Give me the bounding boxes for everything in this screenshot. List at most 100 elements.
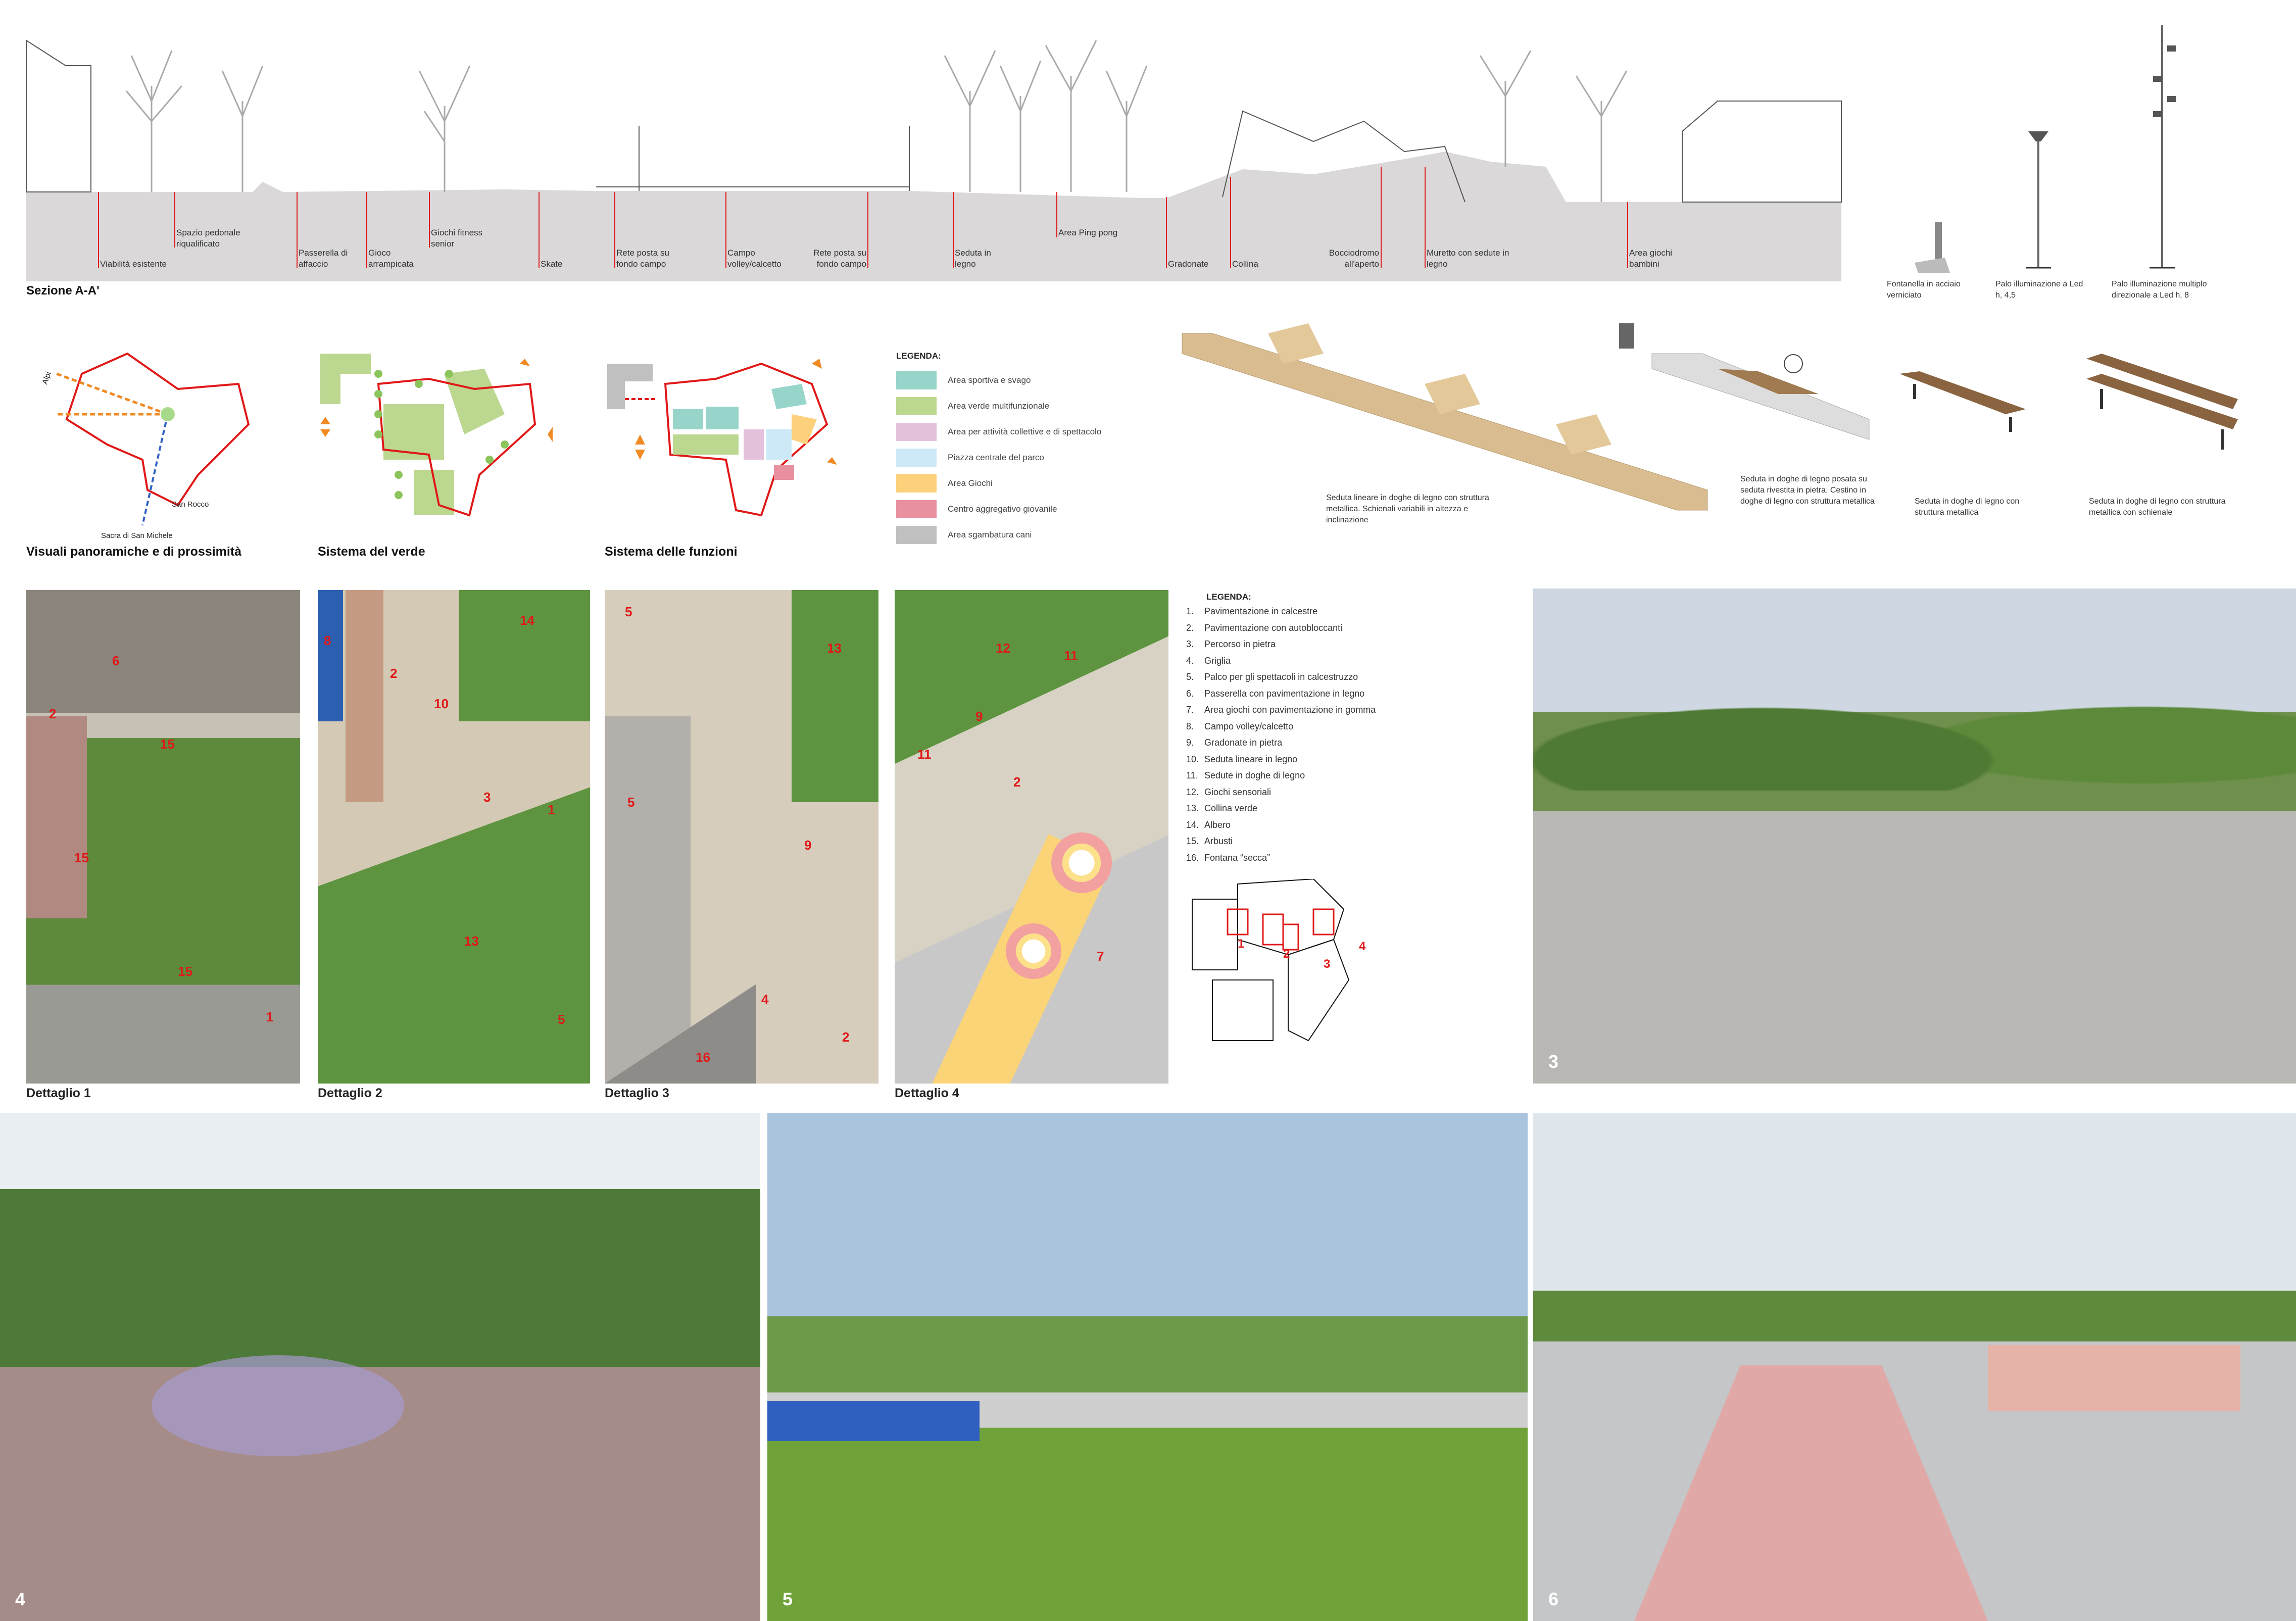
render-number: 4 [15,1589,26,1609]
legend-number: 4. [1186,655,1194,666]
paving-area [26,716,87,918]
legend-number: 14. [1186,819,1199,830]
plan-number: 14 [520,613,534,628]
legend-item: Piazza centrale del parco [896,445,1101,470]
section-label: Viabilità esistente [100,259,167,269]
section-label: Spazio pedonale riqualificato [176,228,240,249]
render-3-plaza: 3 [1533,588,2296,1084]
plan-number: 1 [548,802,555,817]
detail-plan-4: 12 11 9 11 2 7 [895,590,1168,1084]
detail-title: Dettaglio 2 [318,1086,382,1100]
legend-number: 15. [1186,836,1199,846]
legend-number: 16. [1186,852,1199,863]
legend-number: 9. [1186,738,1194,748]
legend-item: 2.Pavimentazione con autobloccanti [1186,620,1376,636]
play-circle [1051,832,1112,893]
diagram-title: Visuali panoramiche e di prossimità [26,545,242,559]
legend-item: 1.Pavimentazione in calcestre [1186,603,1376,620]
legend-number: 11. [1186,770,1198,780]
legend-item: 6.Passerella con pavimentazione in legno [1186,685,1376,702]
trees [1533,639,2296,791]
legend-item: Area per attività collettive e di spetta… [896,419,1101,445]
section-label: Rete posta su fondo campo [616,248,669,269]
legend-item: Centro aggregativo giovanile [896,496,1101,522]
render-number: 3 [1548,1051,1559,1072]
plan-number: 9 [804,838,812,853]
diagram-label: Sacra di San Michele [101,531,173,540]
sports-court [318,590,343,721]
sports-court [767,1401,980,1441]
legend-number: 7. [1186,705,1194,715]
plan-number: 5 [627,795,635,810]
legend-number: 1. [1186,606,1194,616]
legend-label: Griglia [1204,655,1231,666]
legend-label: Piazza centrale del parco [948,452,1044,462]
plan-number: 6 [112,653,120,668]
legend-item: 3.Percorso in pietra [1186,636,1376,653]
legend-number: 6. [1186,688,1194,699]
bench-caption: Seduta lineare in doghe di legno con str… [1326,494,1489,524]
plan-number: 10 [434,696,449,711]
legend-label: Sedute in doghe di legno [1204,770,1305,780]
render-5-lawn: 5 [767,1113,1528,1621]
bench-caption: Seduta in doghe di legno con struttura m… [2089,497,2226,517]
plan-number: 1 [266,1009,274,1024]
play-area [1634,1365,1988,1621]
legend-label: Area sportiva e svago [948,375,1031,385]
section-label: Passerella di affaccio [299,248,348,269]
plan-number: 12 [996,641,1010,656]
play-circle [1006,923,1061,979]
functions-diagram [607,359,837,517]
legend-label: Area verde multifunzionale [948,401,1050,411]
section-label: Gradonate [1168,259,1209,269]
section-label: Rete posta su fondo campo [813,248,866,269]
legend-item: 8.Campo volley/calcetto [1186,718,1376,735]
functions-legend: LEGENDA: Area sportiva e svago Area verd… [896,351,1101,548]
legend-label: Area per attività collettive e di spetta… [948,426,1102,436]
legend-item: 16. Fontana “secca” [1186,850,1376,866]
plan-number: 7 [1097,949,1104,964]
legend-item: Area verde multifunzionale [896,393,1101,419]
legend-swatch [896,525,937,544]
section-label: Muretto con sedute in legno [1427,248,1509,269]
bench-caption: Seduta in doghe di legno con struttura m… [1915,497,2020,517]
section-title: Sezione A-A' [26,284,100,298]
legend-item: 7. Area giochi con pavimentazione in gomm… [1186,702,1376,718]
legend-label: Area giochi con pavimentazione in gomma [1204,705,1376,715]
legend-label: Fontana “secca” [1204,852,1271,863]
keymap-number: 3 [1324,957,1331,971]
stage [605,716,691,1084]
section-label: Area giochi bambini [1629,248,1673,269]
legend-label: Seduta lineare in legno [1204,754,1298,764]
plan-number: 11 [917,747,932,762]
legend-label: Arbusti [1204,836,1233,846]
bench-caption: Seduta in doghe di legno posata su sedut… [1740,475,1875,506]
bench-renders [1182,323,2238,511]
green-system-diagram [320,354,553,517]
detail-title: Dettaglio 4 [895,1086,959,1100]
keymap-number: 2 [1283,947,1290,961]
diagram-title: Sistema del verde [318,545,425,559]
legend-label: Area Giochi [948,478,993,488]
section-drawing [26,39,1842,281]
legend-item: 13.Collina verde [1186,800,1376,817]
plan-number: 13 [827,641,842,656]
section-label: Collina [1232,259,1258,269]
legend-item: 11. Sedute in doghe di legno [1186,767,1376,784]
lawn [792,590,878,802]
legend-number: 2. [1186,622,1194,633]
legend-label: Palco per gli spettacoli in calcestruzzo [1204,672,1358,682]
sports-court [1988,1345,2240,1411]
legend-label: Centro aggregativo giovanile [948,504,1057,514]
legend-label: Campo volley/calcetto [1204,721,1294,731]
legend-item: 12.Giochi sensoriali [1186,784,1376,801]
key-map [1192,879,1350,1042]
diagram-label: San Rocco [172,500,209,509]
legend-number: 12. [1186,787,1199,797]
plan-number: 13 [464,934,479,949]
legend-swatch [896,397,937,415]
plan-number: 16 [696,1050,710,1065]
plan-number: 2 [49,706,57,721]
legend-label: Collina verde [1204,803,1258,813]
